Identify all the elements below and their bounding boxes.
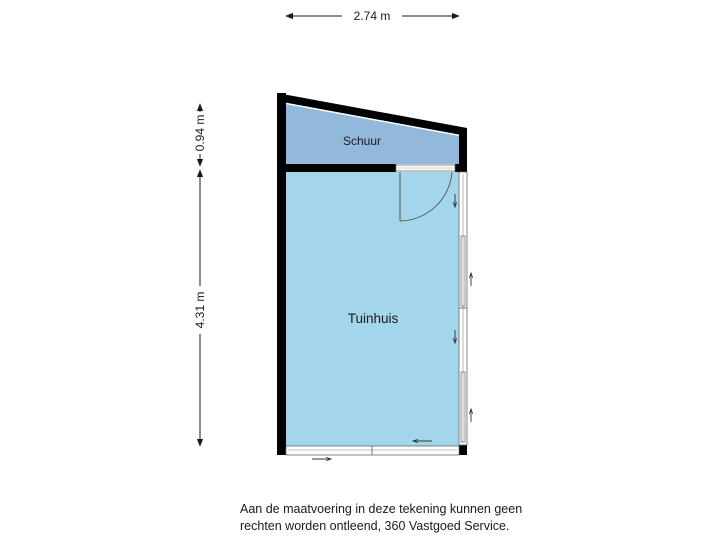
right-sliding-doors — [458, 171, 468, 446]
disclaimer-line-2: rechten worden ontleend, 360 Vastgoed Se… — [240, 519, 510, 533]
dimension-lower-height-label: 4.31 m — [193, 292, 207, 329]
room-label-schuur: Schuur — [343, 134, 381, 148]
dimension-width-label: 2.74 m — [354, 9, 391, 23]
wall-corner-bottom-right — [459, 445, 467, 455]
dimension-upper-height-label: 0.94 m — [193, 115, 207, 152]
wall-top-slanted — [277, 93, 467, 136]
bottom-sliding-doors — [285, 445, 460, 456]
wall-left — [277, 93, 286, 455]
disclaimer-note: Aan de maatvoering in deze tekening kunn… — [240, 501, 640, 535]
room-label-tuinhuis: Tuinhuis — [348, 311, 399, 326]
tuinhuis-room — [285, 172, 459, 446]
disclaimer-line-1: Aan de maatvoering in deze tekening kunn… — [240, 502, 523, 516]
schuur-room — [285, 104, 459, 164]
walls — [277, 93, 467, 455]
wall-right-upper — [459, 128, 467, 172]
wall-partition — [277, 164, 396, 172]
wall-partition-right-stub — [455, 164, 467, 172]
interior-door — [395, 164, 456, 222]
sliding-direction-arrows — [312, 194, 471, 459]
